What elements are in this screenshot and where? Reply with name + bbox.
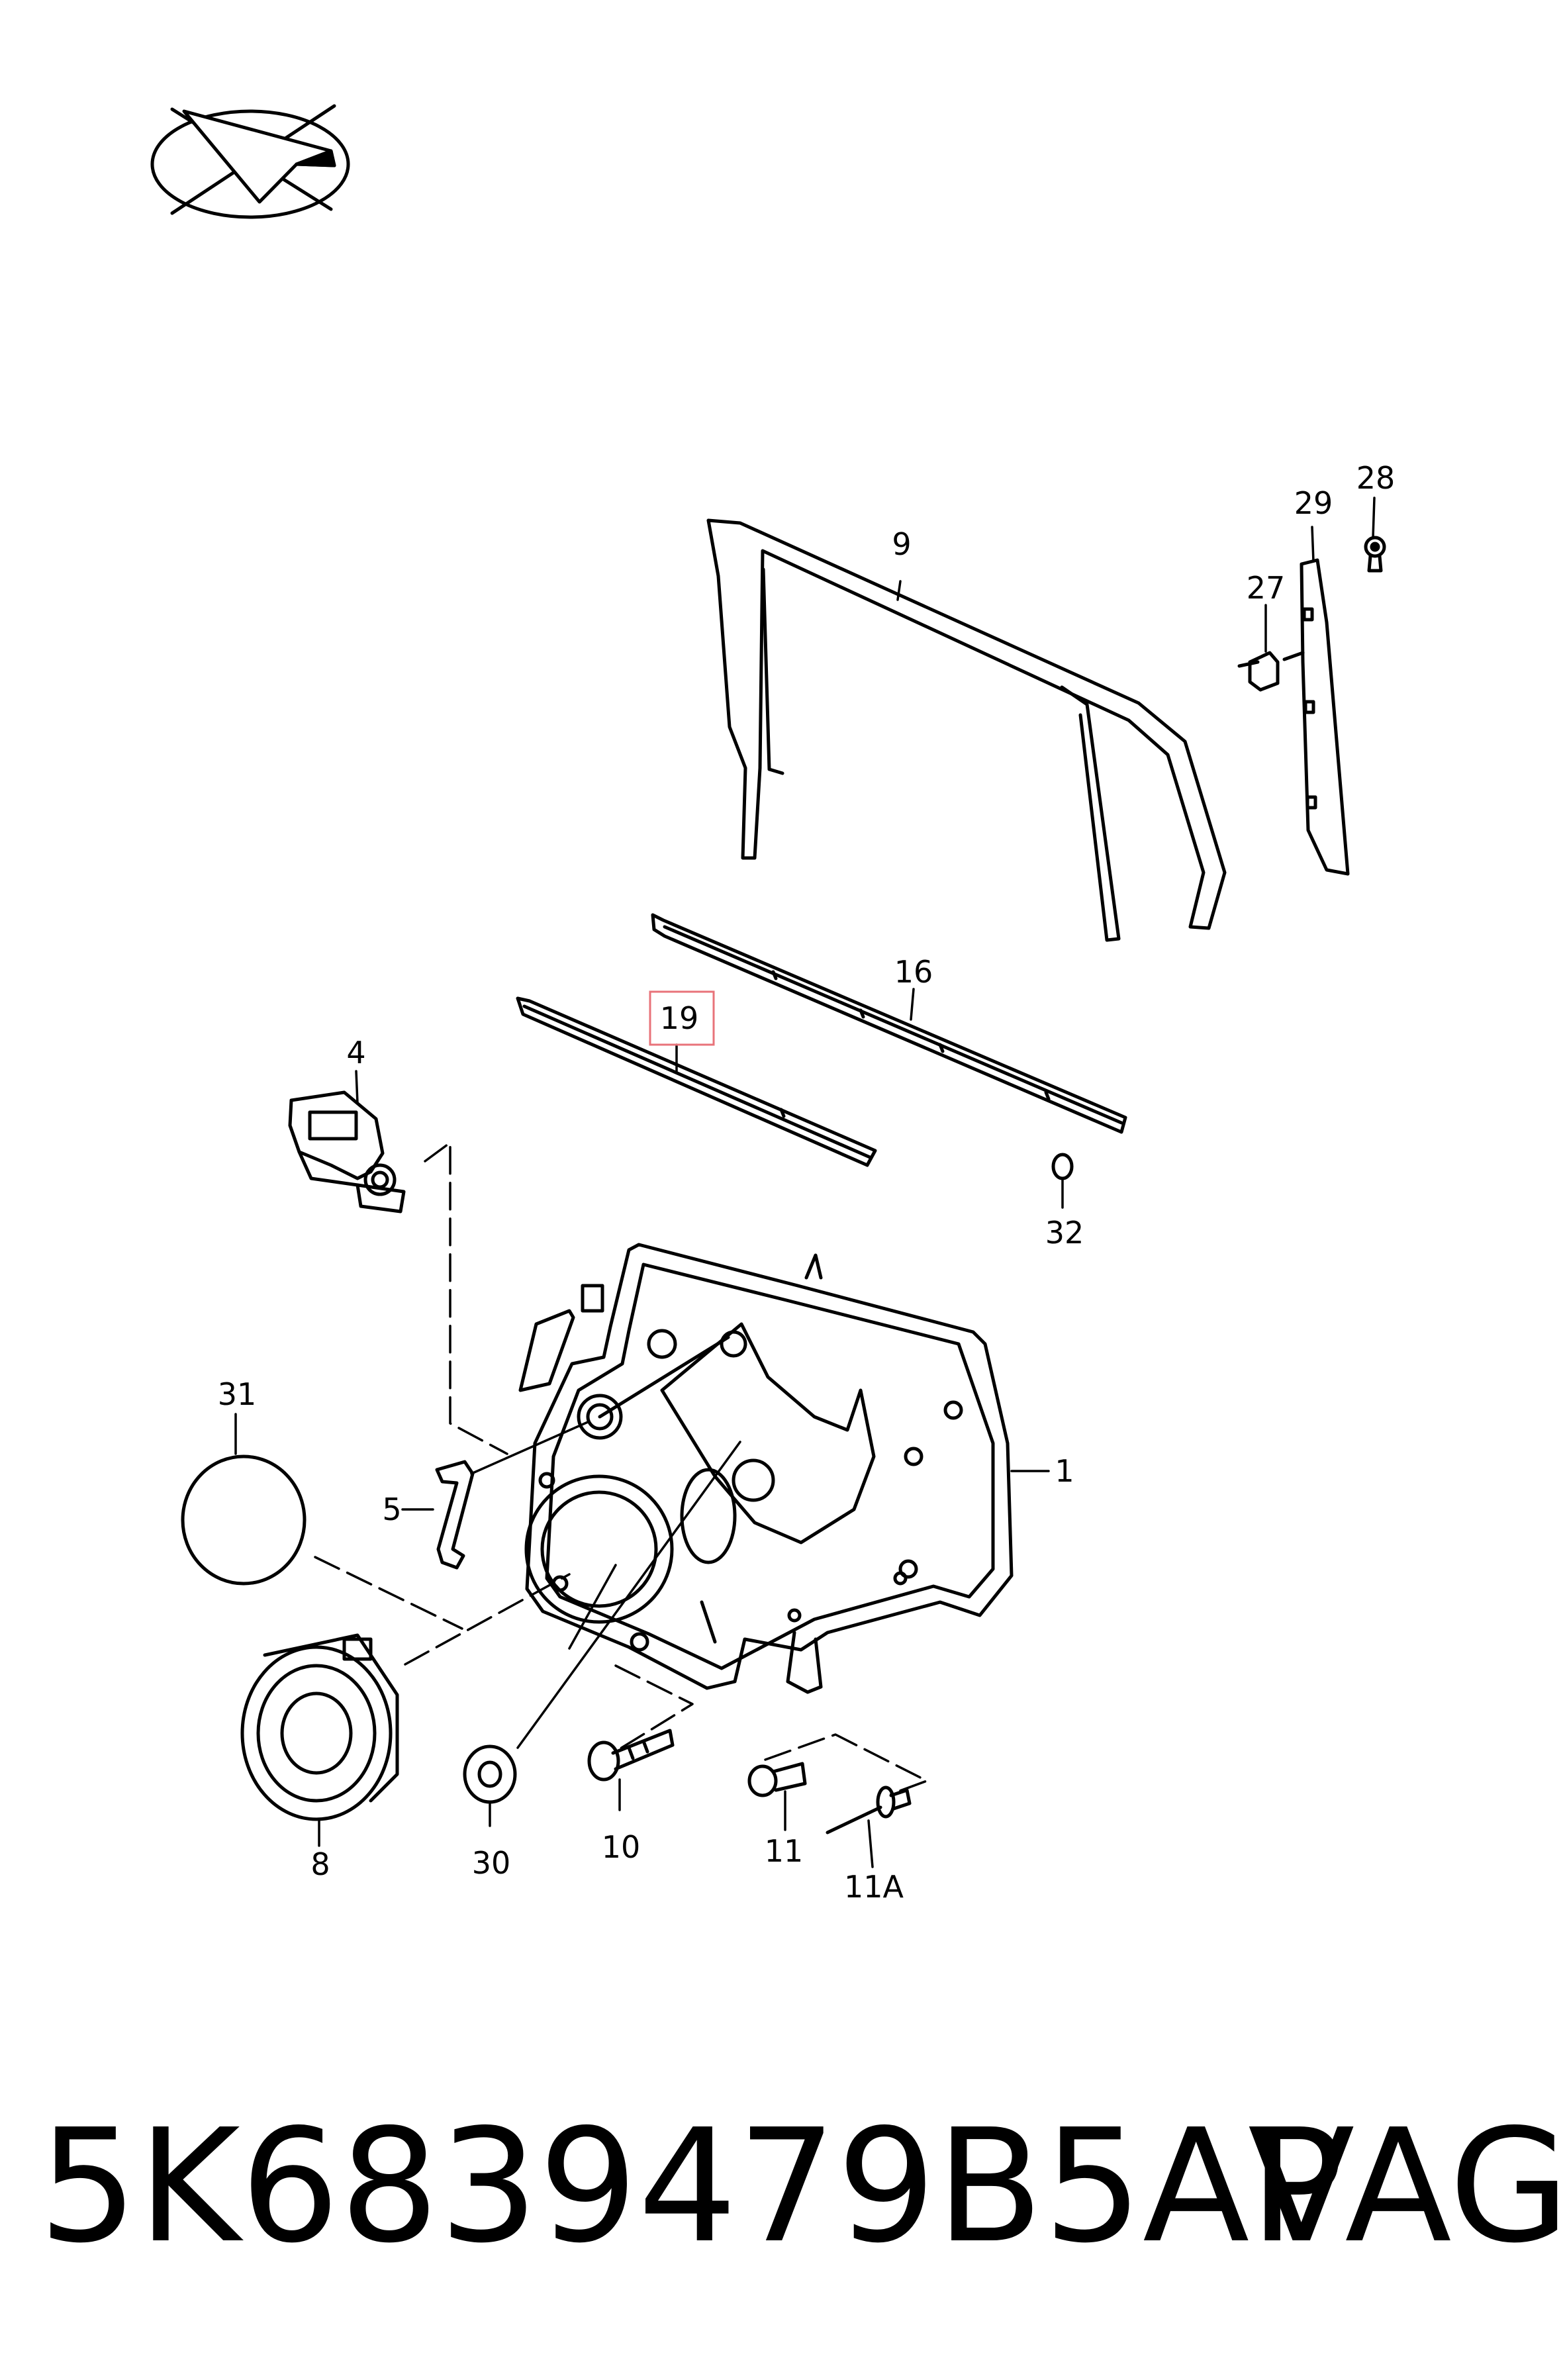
callout-9: 9 xyxy=(892,526,911,562)
callout-32: 32 xyxy=(1045,1215,1084,1251)
callout-5: 5 xyxy=(382,1492,401,1527)
highlight-box xyxy=(649,990,715,1046)
callout-11a: 11A xyxy=(844,1869,904,1905)
grommet-part xyxy=(463,1744,517,1804)
pop-rivet-part xyxy=(826,1785,912,1834)
callout-30: 30 xyxy=(472,1845,511,1881)
leader-lines xyxy=(234,497,1376,1868)
outer-seal-strip-part xyxy=(651,913,1127,1134)
cable-guide-part xyxy=(435,1460,475,1570)
inner-seal-strip-part xyxy=(516,996,877,1167)
callout-19: 19 xyxy=(660,1000,699,1036)
callout-27: 27 xyxy=(1247,570,1286,606)
screw-part xyxy=(1364,536,1386,573)
window-frame-part xyxy=(706,518,1227,942)
callout-4: 4 xyxy=(346,1035,365,1071)
window-motor-part xyxy=(288,1090,406,1214)
loudspeaker-part xyxy=(240,1633,399,1821)
callout-28: 28 xyxy=(1356,460,1396,496)
clip-part xyxy=(747,1762,807,1797)
brand-text: VAG xyxy=(1248,2095,1563,2277)
callout-16: 16 xyxy=(894,954,933,990)
callout-1: 1 xyxy=(1055,1453,1074,1489)
callout-31: 31 xyxy=(218,1376,257,1412)
part-number-text: 5K6839479B5AP xyxy=(38,2095,1344,2277)
expanding-rivet-part xyxy=(587,1729,675,1782)
trim-clip-part xyxy=(1237,651,1305,692)
door-carrier-part xyxy=(518,1243,1014,1694)
callout-labels: 9 29 28 27 16 19 4 32 1 31 5 8 30 10 11 … xyxy=(218,460,1396,1905)
assembly-lines xyxy=(314,1141,928,1795)
callout-29: 29 xyxy=(1294,485,1333,521)
pillar-trim-part xyxy=(1300,558,1350,876)
direction-arrow-logo-icon xyxy=(150,104,350,219)
cover-part xyxy=(181,1454,307,1586)
callout-11: 11 xyxy=(765,1833,804,1869)
callout-10: 10 xyxy=(602,1829,641,1865)
callout-8: 8 xyxy=(310,1846,330,1882)
plug-part xyxy=(1051,1153,1074,1180)
